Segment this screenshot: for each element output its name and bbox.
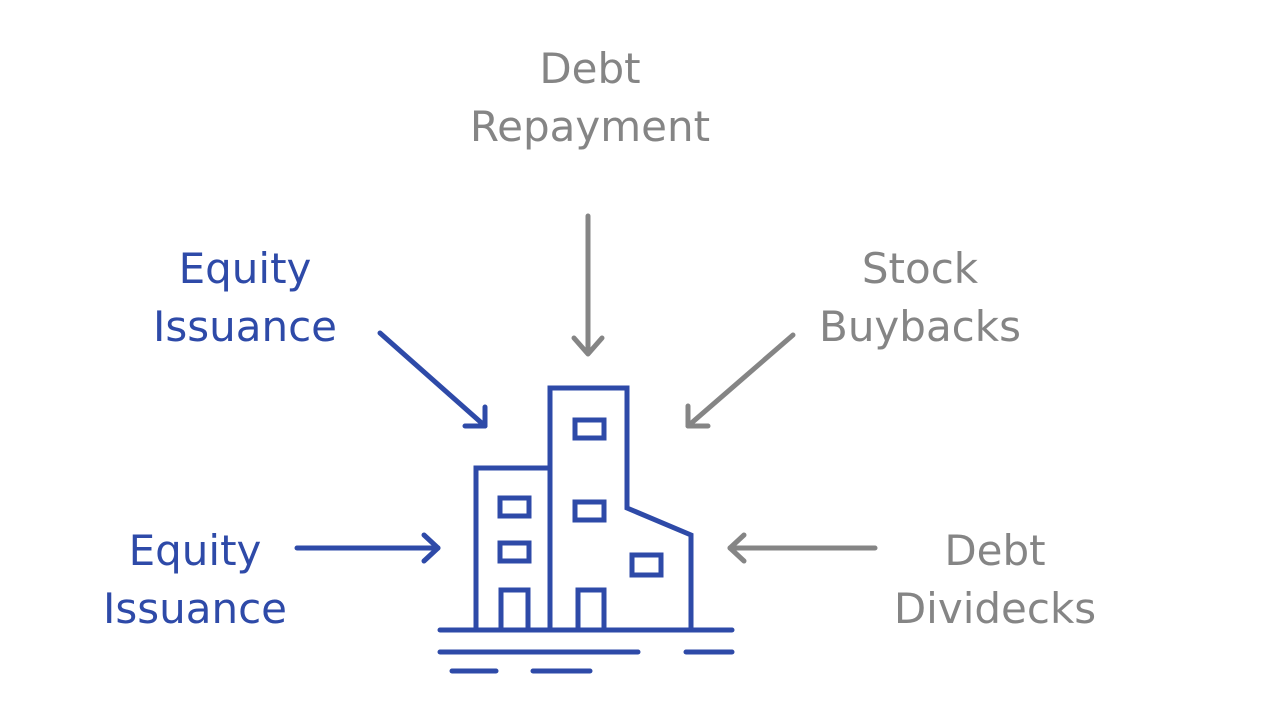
debt-repayment-label: Debt Repayment xyxy=(440,40,740,156)
arrow-diagonal-in-icon xyxy=(685,332,796,429)
debt-repayment-label-line2: Repayment xyxy=(469,102,711,151)
equity-issuance-top-label-line2: Issuance xyxy=(152,302,338,351)
arrow-diagonal-in-icon xyxy=(377,330,488,429)
office-building-icon xyxy=(437,385,735,674)
debt-dividecks-label-line1: Debt xyxy=(944,526,1046,575)
equity-issuance-bottom-label-line1: Equity xyxy=(128,526,262,575)
arrow-left-icon xyxy=(727,532,878,564)
stock-buybacks-label-line2: Buybacks xyxy=(819,302,1021,351)
stock-buybacks-label: Stock Buybacks xyxy=(780,240,1060,356)
equity-issuance-bottom-label: Equity Issuance xyxy=(70,522,320,638)
stock-buybacks-label-line1: Stock xyxy=(861,244,979,293)
equity-issuance-top-label: Equity Issuance xyxy=(120,240,370,356)
arrow-right-icon xyxy=(294,532,441,564)
debt-dividecks-label: Debt Dividecks xyxy=(865,522,1125,638)
equity-issuance-top-label-line1: Equity xyxy=(178,244,312,293)
arrow-down-icon xyxy=(571,213,605,357)
equity-issuance-bottom-label-line2: Issuance xyxy=(102,584,288,633)
debt-dividecks-label-line2: Dividecks xyxy=(893,584,1097,633)
debt-repayment-label-line1: Debt xyxy=(539,44,641,93)
